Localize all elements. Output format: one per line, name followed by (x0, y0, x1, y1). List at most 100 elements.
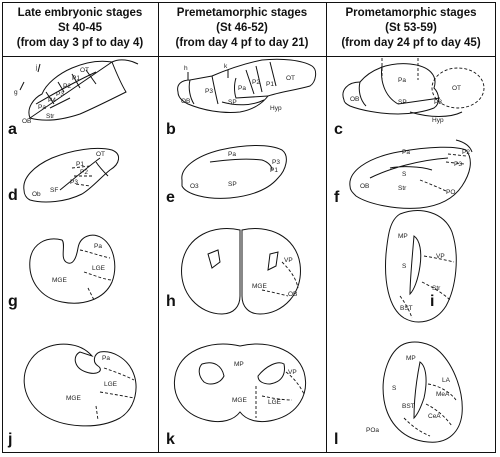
label-ob: OB (22, 118, 31, 125)
label-j: j (35, 64, 37, 71)
outline-l (382, 341, 463, 443)
label-str: Str (398, 185, 407, 192)
label-bst: BST (400, 305, 413, 312)
label-mge: MGE (66, 395, 81, 402)
internal-lines-f (369, 139, 473, 179)
panel-l: MP LA S MeA BST CeA POa l (334, 341, 463, 448)
label-mge: MGE (252, 283, 267, 290)
label-p1: P1 (76, 161, 84, 168)
outline-b (177, 58, 317, 113)
label-p1: P1 (270, 167, 278, 174)
section-markers-c (381, 58, 419, 80)
panel-letter-g: g (8, 293, 18, 310)
label-mge: MGE (232, 397, 247, 404)
label-s: S (392, 385, 397, 392)
label-lge: LGE (92, 265, 106, 272)
label-pa: Pa (38, 104, 46, 111)
outline-a (28, 59, 139, 121)
label-ob: OB (350, 96, 359, 103)
label-ot: OT (452, 85, 461, 92)
boundary-lines-f (419, 153, 467, 193)
segment-lines-b (188, 61, 277, 106)
label-mp: MP (406, 355, 416, 362)
panel-letter-b: b (166, 121, 176, 138)
label-k: k (224, 63, 228, 70)
label-ot: OT (80, 67, 89, 74)
label-p3: P3 (56, 91, 64, 98)
label-ob: OB (181, 98, 190, 105)
label-ob: O3 (190, 183, 199, 190)
panel-f: Pa P2 P3 S OB Str PO f (334, 139, 473, 209)
panel-letter-l: l (334, 431, 338, 448)
label-p3: P3 (70, 179, 78, 186)
label-hyp: Hyp (270, 105, 282, 112)
label-p2: P2 (462, 149, 470, 156)
panel-letter-c: c (334, 121, 343, 138)
panel-b: OT OB P3 Pa P2 P1 SP Hyp h k b (166, 58, 317, 138)
label-pa: Pa (402, 149, 410, 156)
column-stages: (St 53-59) (385, 22, 437, 34)
segment-lines-a (35, 69, 97, 109)
column-stages: (St 46-52) (216, 22, 268, 34)
panel-k: MP VP MGE LGE k (166, 343, 306, 448)
section-markers-b (187, 70, 229, 80)
outline-g (29, 234, 116, 304)
label-h: h (184, 65, 188, 72)
column-header-late-embryonic: Late embryonic stages St 40-45 (from day… (2, 6, 158, 51)
label-pa: Pa (228, 151, 236, 158)
label-sp: SP (228, 99, 237, 106)
label-ot: OT (96, 151, 105, 158)
panel-g: Pa LGE MGE g (8, 234, 116, 310)
right-ventricle-k (257, 362, 285, 385)
label-pa: Pa (102, 355, 110, 362)
label-lge: LGE (268, 399, 282, 406)
left-ventricle-k (198, 362, 225, 385)
label-poa: POa (366, 427, 379, 434)
label-sp: SP (228, 181, 237, 188)
panel-a: OT P1 P2 P3 P4 Pa Str OB g j a (8, 59, 139, 138)
boundary-lines-i (399, 255, 455, 319)
label-p3: P3 (205, 88, 213, 95)
outline-d (23, 147, 119, 203)
label-mge: MGE (52, 277, 67, 284)
label-s: S (402, 171, 407, 178)
panel-letter-i: i (430, 293, 434, 310)
segment-lines-c (358, 65, 463, 117)
panel-c: OB Pa SP P3 OT Hyp c (334, 58, 485, 138)
column-range: (from day 24 pf to day 45) (341, 37, 481, 49)
panel-letter-e: e (166, 189, 175, 206)
column-range: (from day 3 pf to day 4) (16, 37, 144, 49)
panel-d: OT P1 P2 P3 SF Ob d (8, 147, 119, 204)
ventricle-i (409, 235, 422, 296)
label-p1: P1 (72, 75, 80, 82)
label-bst: BST (402, 403, 415, 410)
label-sp: SP (398, 99, 407, 106)
left-hemisphere-h (181, 228, 241, 315)
label-s: S (402, 263, 407, 270)
label-vp: VP (436, 253, 445, 260)
label-mp: MP (234, 361, 244, 368)
column-range: (from day 4 pf to day 21) (175, 37, 309, 49)
label-ob: OB (288, 291, 297, 298)
outline-c (342, 63, 439, 115)
column-stages: St 40-45 (57, 22, 103, 34)
label-ob: OB (360, 183, 369, 190)
label-po: PO (446, 189, 455, 196)
panel-e: Pa P3 P1 SP O3 e (166, 145, 287, 206)
column-title: Premetamorphic stages (176, 7, 308, 19)
section-markers-a (19, 63, 41, 91)
label-sf: SF (50, 187, 58, 194)
panel-letter-f: f (334, 189, 340, 206)
label-p3: P3 (454, 161, 462, 168)
label-cea: CeA (428, 413, 441, 420)
label-pa: Pa (94, 243, 102, 250)
outline-i (385, 210, 457, 323)
tectum-outline-c (431, 67, 485, 109)
label-p3: P3 (434, 99, 442, 106)
left-ventricle-h (207, 249, 221, 269)
label-str: Str (46, 113, 55, 120)
panel-letter-j: j (7, 431, 12, 448)
label-p4: P4 (48, 97, 56, 104)
panel-letter-d: d (8, 187, 18, 204)
label-pa: Pa (238, 85, 246, 92)
